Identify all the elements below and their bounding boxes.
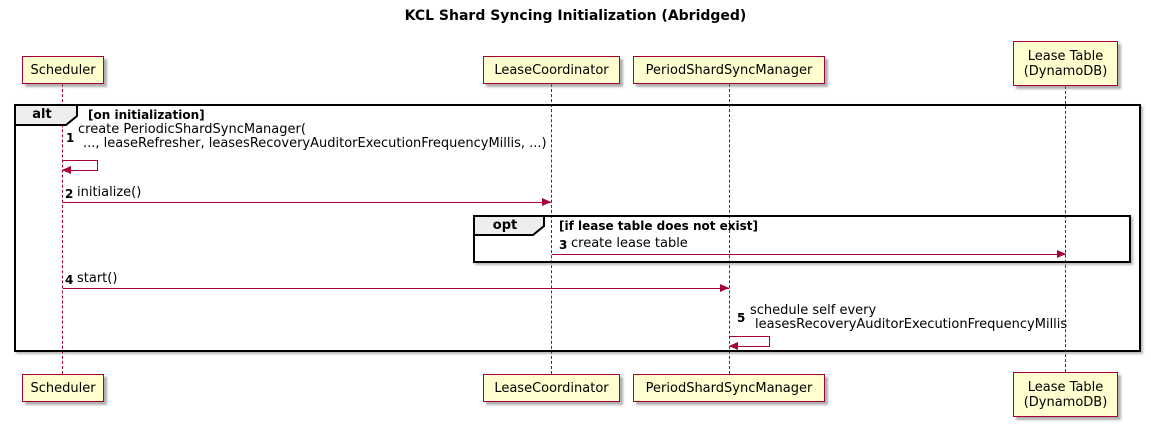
participant-period-shard-sync-manager-top: PeriodShardSyncManager (633, 56, 825, 84)
message-4-arrowhead (720, 284, 729, 292)
message-5-number: 5 (737, 311, 746, 325)
alt-operator-label: alt (32, 107, 52, 122)
message-2-text: initialize() (77, 185, 142, 200)
message-2-arrowhead (542, 198, 551, 206)
alt-frame-pentagon (14, 104, 78, 126)
message-1-number: 1 (66, 131, 75, 145)
message-3-arrowhead (1057, 250, 1066, 258)
participant-label: Scheduler (30, 62, 96, 78)
message-5-line2: leasesRecoveryAuditorExecutionFrequencyM… (755, 317, 1068, 332)
participant-label-line1: Lease Table (1027, 379, 1104, 395)
message-3-number: 3 (559, 238, 568, 252)
participant-label: LeaseCoordinator (494, 62, 609, 78)
participant-label: LeaseCoordinator (494, 380, 609, 396)
participant-lease-coordinator-top: LeaseCoordinator (483, 56, 620, 84)
message-1-line2: ..., leaseRefresher, leasesRecoveryAudit… (83, 136, 547, 151)
message-5-text: schedule self every leasesRecoveryAudito… (750, 304, 1067, 332)
participant-label: Scheduler (30, 380, 96, 396)
lifeline-lease-coordinator (551, 84, 552, 374)
message-5-arrowhead (729, 342, 738, 350)
alt-frame: alt [on initialization] (14, 104, 1141, 352)
participant-label-line1: Lease Table (1027, 48, 1104, 64)
message-1-arrowhead (62, 166, 71, 174)
message-4-arrow (63, 288, 729, 289)
participant-label: PeriodShardSyncManager (645, 62, 813, 78)
message-3-arrow (552, 254, 1066, 255)
message-1-line1: create PeriodicShardSyncManager( (78, 122, 306, 137)
lifeline-lease-table (1065, 86, 1066, 372)
participant-scheduler-top: Scheduler (22, 56, 104, 84)
participant-lease-coordinator-bottom: LeaseCoordinator (483, 374, 620, 402)
opt-frame: opt [if lease table does not exist] (473, 215, 1131, 263)
participant-label-line2: (DynamoDB) (1023, 63, 1108, 79)
opt-operator-label: opt (492, 218, 518, 233)
lifeline-period-shard-sync-manager (729, 84, 730, 374)
message-3-text: create lease table (571, 236, 688, 251)
message-2-number: 2 (65, 187, 74, 201)
opt-condition-label: [if lease table does not exist] (559, 219, 759, 233)
alt-condition-label: [on initialization] (88, 108, 205, 122)
participant-lease-table-top: Lease Table (DynamoDB) (1013, 41, 1118, 86)
message-5-line1: schedule self every (750, 303, 877, 318)
message-4-number: 4 (65, 273, 74, 287)
diagram-title: KCL Shard Syncing Initialization (Abridg… (404, 8, 747, 24)
participant-label-line2: (DynamoDB) (1023, 394, 1108, 410)
message-5-self-arrow (730, 336, 770, 347)
message-4-text: start() (77, 271, 118, 286)
participant-lease-table-bottom: Lease Table (DynamoDB) (1013, 372, 1118, 417)
message-1-self-arrow (63, 160, 98, 171)
message-1-text: create PeriodicShardSyncManager( ..., le… (78, 123, 547, 151)
participant-label: PeriodShardSyncManager (645, 380, 813, 396)
message-2-arrow (63, 202, 551, 203)
participant-scheduler-bottom: Scheduler (22, 374, 104, 402)
lifeline-scheduler (62, 84, 63, 374)
participant-period-shard-sync-manager-bottom: PeriodShardSyncManager (633, 374, 825, 402)
opt-frame-pentagon (473, 215, 545, 236)
